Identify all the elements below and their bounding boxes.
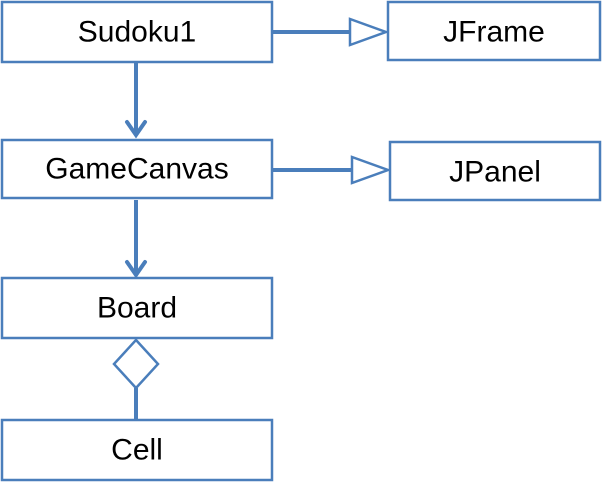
class-box-jpanel: JPanel — [390, 142, 600, 200]
edge-sudoku1-to-gamecanvas — [127, 63, 145, 135]
class-box-board: Board — [2, 278, 272, 338]
edge-sudoku1-to-jframe — [272, 19, 386, 45]
class-box-cell: Cell — [2, 420, 272, 480]
edge-gamecanvas-to-jpanel — [272, 157, 388, 183]
generalization-arrowhead — [352, 157, 388, 183]
class-box-sudoku1: Sudoku1 — [2, 2, 272, 62]
class-name-jpanel: JPanel — [449, 156, 541, 189]
class-name-board: Board — [97, 292, 177, 325]
class-box-jframe: JFrame — [388, 2, 600, 60]
class-box-gamecanvas: GameCanvas — [2, 140, 272, 198]
class-name-sudoku1: Sudoku1 — [78, 16, 196, 49]
class-name-cell: Cell — [111, 434, 163, 467]
class-name-gamecanvas: GameCanvas — [45, 153, 228, 186]
edge-board-to-cell — [114, 340, 158, 420]
class-name-jframe: JFrame — [443, 16, 545, 49]
aggregation-diamond — [114, 340, 158, 388]
edge-gamecanvas-to-board — [127, 200, 145, 275]
generalization-arrowhead — [350, 19, 386, 45]
